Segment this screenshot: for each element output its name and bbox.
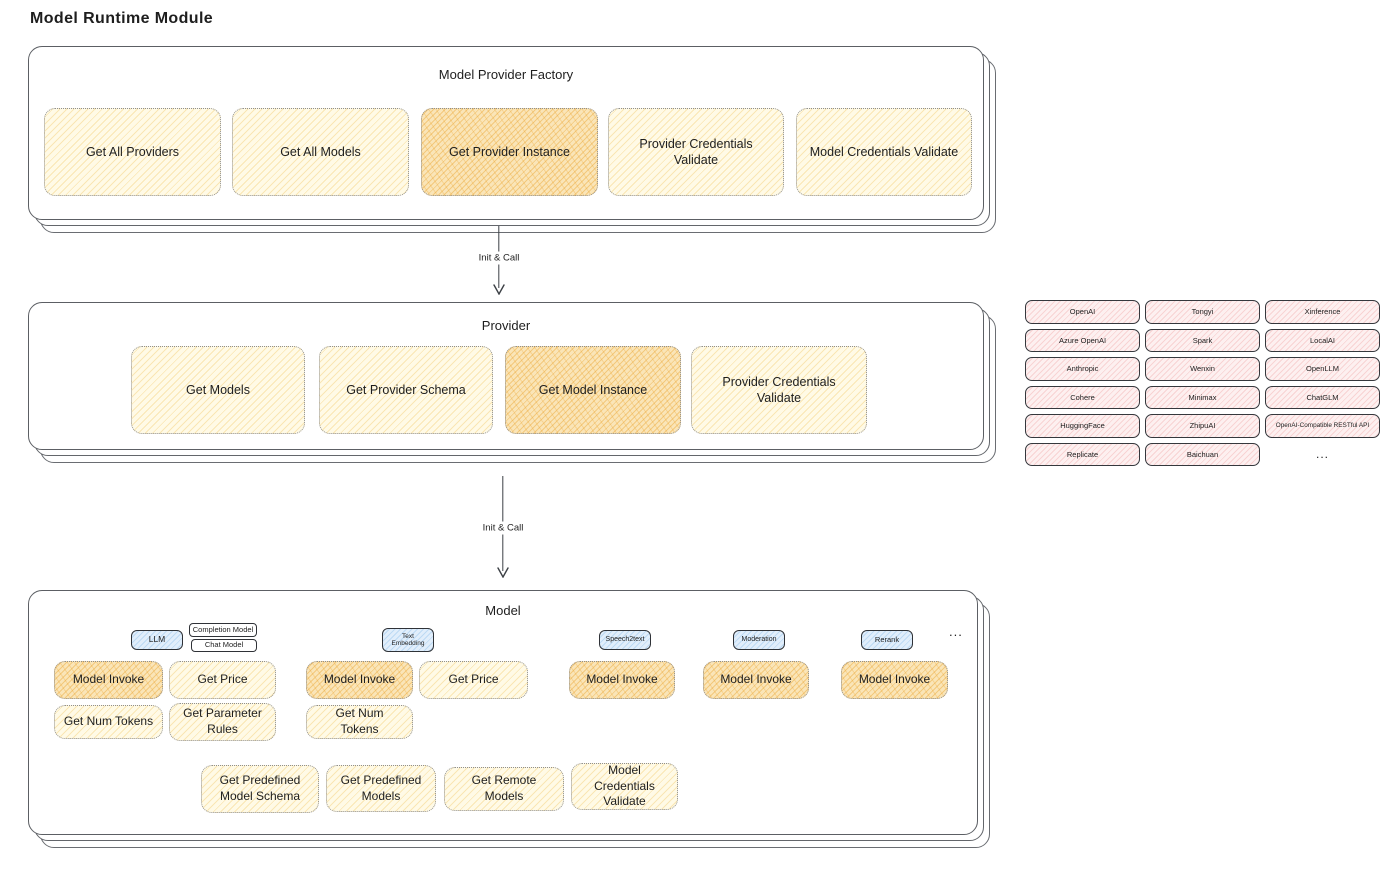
provider-title: Provider [481,318,531,333]
node-rerank-model-invoke: Model Invoke [841,661,948,699]
factory-box: Model Provider Factory Get All Providers… [28,46,996,233]
factory-title: Model Provider Factory [438,67,574,82]
arrow-factory-to-provider: Init & Call [474,226,524,295]
node-get-provider-instance: Get Provider Instance [421,108,598,196]
node-embedding-get-num-tokens: Get Num Tokens [306,705,413,739]
provider-item: Baichuan [1145,442,1260,466]
text-embedding-type-chip: Text Embedding [382,628,434,652]
model-types-ellipsis: ... [949,624,963,639]
provider-item: HuggingFace [1025,414,1140,438]
provider-item: OpenAI-Compatible RESTful API [1265,414,1380,438]
node-get-predefined-model-schema: Get Predefined Model Schema [201,765,319,813]
provider-item: Tongyi [1145,300,1260,324]
arrow-label-init-call-2: Init & Call [478,521,528,535]
provider-item: ZhipuAI [1145,414,1260,438]
provider-implementations-list: OpenAI Tongyi Xinference Azure OpenAI Sp… [1025,300,1380,466]
arrow-label-init-call-1: Init & Call [474,251,524,265]
node-get-all-models: Get All Models [232,108,409,196]
arrow-provider-to-model: Init & Call [478,476,528,578]
node-llm-model-invoke: Model Invoke [54,661,163,699]
provider-item: Azure OpenAI [1025,328,1140,352]
node-get-remote-models: Get Remote Models [444,767,564,811]
node-model-credentials-validate-2: Model Credentials Validate [571,763,678,810]
node-get-models: Get Models [131,346,305,434]
node-speech2text-model-invoke: Model Invoke [569,661,675,699]
provider-box: Provider Get Models Get Provider Schema … [28,302,996,463]
provider-item: Wenxin [1145,357,1260,381]
moderation-type-chip: Moderation [733,630,785,650]
node-embedding-model-invoke: Model Invoke [306,661,413,699]
node-provider-credentials-validate-2: Provider Credentials Validate [691,346,867,434]
provider-item: Anthropic [1025,357,1140,381]
provider-list-ellipsis: ... [1315,447,1329,462]
provider-item: LocalAI [1265,328,1380,352]
node-llm-get-price: Get Price [169,661,276,699]
model-box: Model LLM Completion Model Chat Model Te… [28,590,990,848]
speech2text-type-chip: Speech2text [599,630,651,650]
model-sheet: Model LLM Completion Model Chat Model Te… [28,590,978,835]
provider-sheet: Provider Get Models Get Provider Schema … [28,302,984,450]
chat-model-chip: Chat Model [191,639,257,652]
page-title: Model Runtime Module [30,10,214,27]
rerank-type-chip: Rerank [861,630,913,650]
provider-item: Replicate [1025,442,1140,466]
node-provider-credentials-validate: Provider Credentials Validate [608,108,784,196]
llm-type-chip: LLM [131,630,183,650]
provider-item: OpenLLM [1265,357,1380,381]
node-get-predefined-models: Get Predefined Models [326,765,436,812]
factory-sheet: Model Provider Factory Get All Providers… [28,46,984,220]
node-model-credentials-validate: Model Credentials Validate [796,108,972,196]
provider-item: OpenAI [1025,300,1140,324]
node-llm-get-num-tokens: Get Num Tokens [54,705,163,739]
node-get-provider-schema: Get Provider Schema [319,346,493,434]
provider-item: Minimax [1145,385,1260,409]
node-get-all-providers: Get All Providers [44,108,221,196]
node-get-model-instance: Get Model Instance [505,346,681,434]
arrow-head-icon [497,567,509,578]
node-embedding-get-price: Get Price [419,661,528,699]
provider-item: Cohere [1025,385,1140,409]
model-title: Model [485,603,521,618]
arrow-head-icon [493,284,505,295]
completion-model-chip: Completion Model [189,623,257,637]
provider-item: Xinference [1265,300,1380,324]
node-llm-get-parameter-rules: Get Parameter Rules [169,703,276,741]
provider-item: ChatGLM [1265,385,1380,409]
provider-item: Spark [1145,328,1260,352]
node-moderation-model-invoke: Model Invoke [703,661,809,699]
